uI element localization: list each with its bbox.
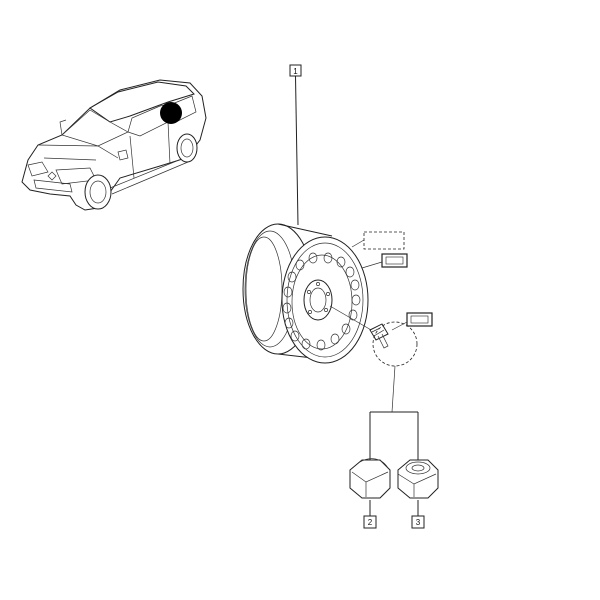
wheel-bolt-icon — [369, 323, 389, 349]
steel-wheel-icon — [242, 223, 369, 364]
callout-1-leader — [295, 75, 299, 226]
callout-1-label: 1 — [293, 67, 298, 76]
reference-box-dashed — [363, 231, 405, 250]
reference-box-small-1 — [381, 253, 408, 268]
zoom-circle — [372, 321, 418, 367]
open-nut-icon — [397, 459, 439, 499]
callout-3-label: 3 — [416, 518, 421, 527]
reference-box-small-2 — [406, 312, 433, 327]
closed-nut-icon — [349, 458, 391, 499]
callout-3[interactable]: 3 — [411, 515, 425, 529]
car-illustration — [21, 79, 207, 211]
location-marker-icon — [160, 102, 182, 124]
callout-1[interactable]: 1 — [289, 64, 302, 77]
callout-2[interactable]: 2 — [363, 515, 377, 529]
branch-lines — [369, 411, 419, 516]
wheel-vent-holes — [282, 252, 361, 351]
callout-2-label: 2 — [368, 518, 373, 527]
